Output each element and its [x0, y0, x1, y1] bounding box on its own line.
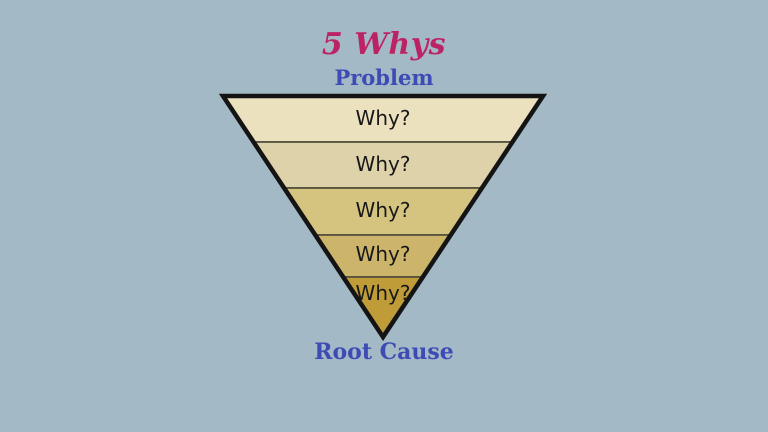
funnel-layer-label-3: Why? [356, 198, 411, 222]
funnel-layer-label-5: Why? [356, 281, 411, 305]
diagram-title: 5 Whys [321, 27, 447, 62]
funnel-layer-label-2: Why? [356, 152, 411, 176]
funnel-layer-label-4: Why? [356, 242, 411, 266]
problem-label: Problem [334, 65, 434, 90]
root-cause-label: Root Cause [314, 339, 454, 365]
funnel-outline [218, 93, 548, 342]
funnel-layer-label-1: Why? [356, 106, 411, 130]
